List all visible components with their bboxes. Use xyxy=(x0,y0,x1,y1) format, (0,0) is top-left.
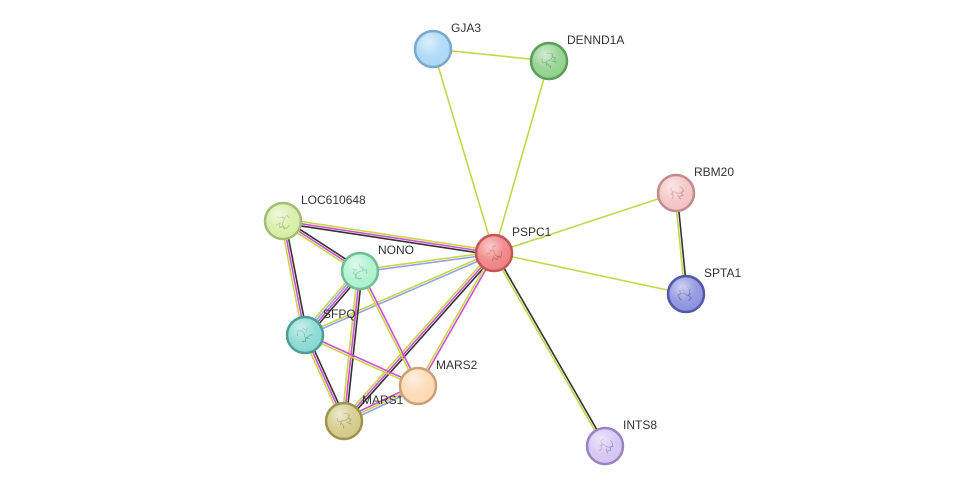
edge-line xyxy=(358,270,418,388)
node-spta1[interactable] xyxy=(666,274,706,314)
node-label-gja3: GJA3 xyxy=(451,21,481,35)
node-ints8[interactable] xyxy=(585,426,625,466)
edge-rbm20-pspc1[interactable] xyxy=(493,192,677,254)
node-gja3[interactable] xyxy=(413,29,453,69)
node-nono[interactable] xyxy=(340,251,380,291)
edge-pspc1-spta1[interactable] xyxy=(493,252,687,295)
node-label-mars1: MARS1 xyxy=(362,393,404,407)
edge-nono-mars1[interactable] xyxy=(341,269,363,423)
edge-line xyxy=(341,250,494,421)
edge-line xyxy=(303,335,419,388)
edge-line xyxy=(359,253,495,273)
edge-line xyxy=(343,252,495,422)
edge-line xyxy=(494,251,607,447)
edge-sfpq-mars2[interactable] xyxy=(303,333,420,388)
edge-dennd1a-pspc1[interactable] xyxy=(493,60,550,254)
node-label-rbm20: RBM20 xyxy=(694,165,734,179)
node-mars2[interactable] xyxy=(398,366,438,406)
edge-line xyxy=(282,220,495,254)
edge-pspc1-loc610648[interactable] xyxy=(281,218,496,256)
edge-pspc1-mars2[interactable] xyxy=(416,251,496,388)
edge-pspc1-sfpq[interactable] xyxy=(303,251,496,337)
edge-line xyxy=(304,333,420,386)
node-label-loc610648: LOC610648 xyxy=(301,193,366,207)
edge-line xyxy=(304,253,496,337)
edge-line xyxy=(493,192,677,254)
edge-line xyxy=(359,251,495,271)
edge-line xyxy=(282,220,306,336)
node-label-sfpq: SFPQ xyxy=(323,307,356,321)
edge-line xyxy=(492,252,605,448)
node-rbm20[interactable] xyxy=(656,173,696,213)
edge-line xyxy=(284,219,308,336)
edge-line xyxy=(282,218,496,252)
edge-line xyxy=(360,269,420,387)
edge-line xyxy=(280,220,304,337)
edge-pspc1-nono[interactable] xyxy=(359,251,495,273)
node-label-nono: NONO xyxy=(378,243,414,257)
edge-gja3-pspc1[interactable] xyxy=(432,48,495,254)
node-label-spta1: SPTA1 xyxy=(704,266,741,280)
node-mars1[interactable] xyxy=(324,401,364,441)
node-label-dennd1a: DENND1A xyxy=(567,33,624,47)
edge-line xyxy=(416,251,494,387)
edge-loc610648-sfpq[interactable] xyxy=(280,219,308,337)
edge-line xyxy=(303,251,495,335)
node-pspc1[interactable] xyxy=(474,233,514,273)
node-dennd1a[interactable] xyxy=(529,41,569,81)
edge-line xyxy=(343,270,361,422)
node-label-ints8: INTS8 xyxy=(623,418,657,432)
edge-pspc1-mars1[interactable] xyxy=(341,250,497,424)
edge-line xyxy=(493,252,687,295)
edge-line xyxy=(345,270,363,423)
edge-nono-mars2[interactable] xyxy=(358,269,420,388)
edge-line xyxy=(432,48,550,62)
node-sfpq[interactable] xyxy=(285,315,325,355)
edge-gja3-dennd1a[interactable] xyxy=(432,48,550,62)
node-circle[interactable] xyxy=(398,366,438,406)
node-circle[interactable] xyxy=(413,29,453,69)
edge-line xyxy=(432,48,495,254)
edge-line xyxy=(493,60,550,254)
edge-line xyxy=(341,269,359,422)
edge-line xyxy=(281,222,495,256)
node-label-pspc1: PSPC1 xyxy=(512,225,552,239)
node-label-mars2: MARS2 xyxy=(436,358,478,372)
edge-line xyxy=(344,253,497,424)
edge-line xyxy=(418,252,496,388)
node-loc610648[interactable] xyxy=(263,201,303,241)
edge-pspc1-ints8[interactable] xyxy=(492,251,607,448)
